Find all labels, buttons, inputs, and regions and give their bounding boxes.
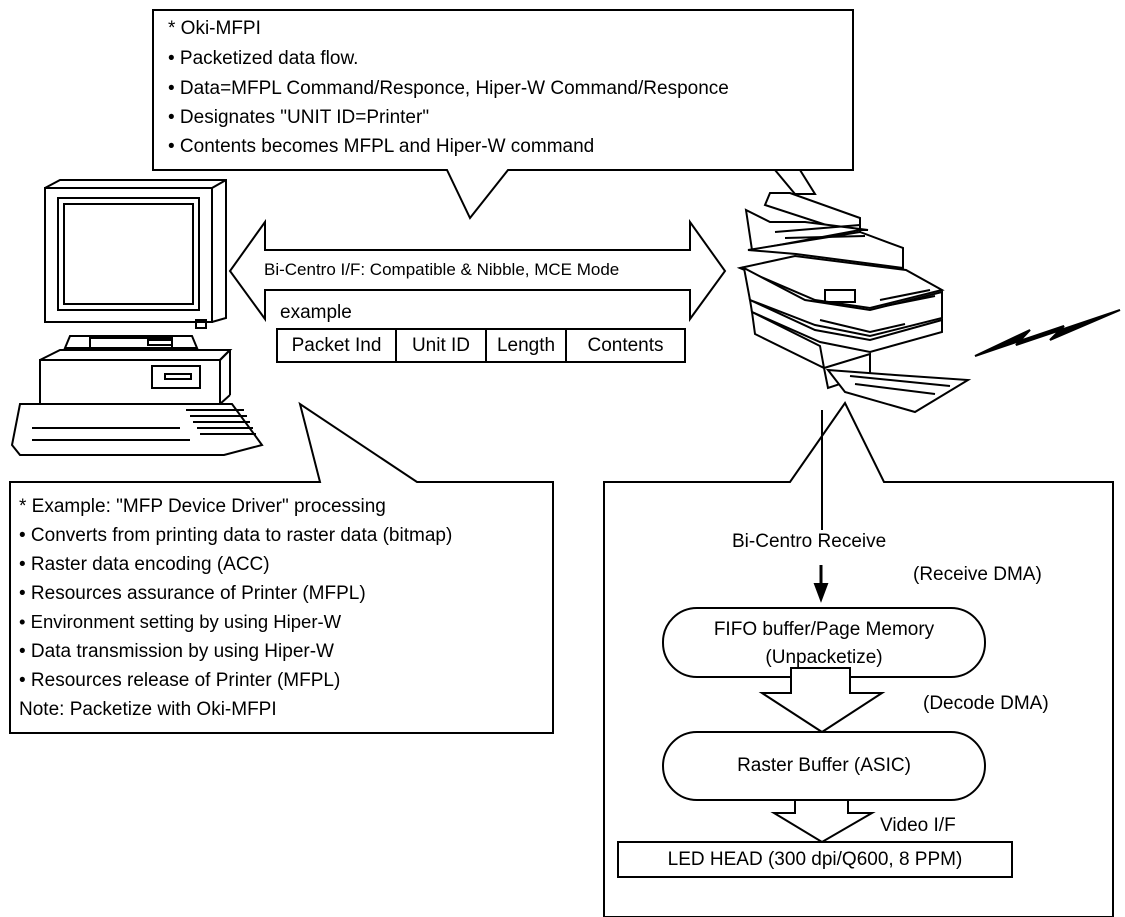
fifo-buffer-label: FIFO buffer/Page Memory bbox=[713, 619, 935, 640]
callout-top-line-5: • Contents becomes MFPL and Hiper-W comm… bbox=[168, 136, 595, 157]
decode-arrow bbox=[758, 667, 886, 734]
video-arrow bbox=[770, 799, 876, 844]
computer-icon bbox=[10, 179, 264, 456]
callout-left-line-3: • Raster data encoding (ACC) bbox=[19, 554, 270, 575]
callout-left-line-2: • Converts from printing data to raster … bbox=[19, 525, 453, 546]
callout-top-line-1: * Oki-MFPI bbox=[168, 18, 261, 39]
bicentro-receive-label: Bi-Centro Receive bbox=[732, 531, 887, 552]
callout-left-shape bbox=[9, 401, 554, 734]
receive-dma-label: (Receive DMA) bbox=[913, 564, 1042, 585]
callout-left-line-8: Note: Packetize with Oki-MFPI bbox=[19, 699, 277, 720]
bicentro-arrow-label: Bi-Centro I/F: Compatible & Nibble, MCE … bbox=[264, 260, 620, 279]
callout-left-line-7: • Resources release of Printer (MFPL) bbox=[19, 670, 341, 691]
raster-buffer-label: Raster Buffer (ASIC) bbox=[737, 755, 911, 776]
callout-left-line-5: • Environment setting by using Hiper-W bbox=[19, 611, 342, 632]
callout-top-line-3: • Data=MFPL Command/Responce, Hiper-W Co… bbox=[168, 78, 729, 99]
callout-top-line-4: • Designates "UNIT ID=Printer" bbox=[168, 107, 430, 128]
led-head-box bbox=[617, 841, 1013, 878]
example-label: example bbox=[280, 302, 352, 323]
video-if-label: Video I/F bbox=[880, 815, 956, 836]
fifo-unpacketize-label: (Unpacketize) bbox=[765, 647, 883, 668]
callout-left-line-6: • Data transmission by using Hiper-W bbox=[19, 641, 334, 662]
packet-field-unit-id: Unit ID bbox=[411, 334, 471, 356]
callout-top-line-2: • Packetized data flow. bbox=[168, 48, 359, 69]
packet-field-packet-ind: Packet Ind bbox=[291, 334, 382, 356]
callout-top-shape bbox=[152, 9, 854, 220]
lightning-icon bbox=[974, 309, 1121, 357]
callout-left-line-1: * Example: "MFP Device Driver" processin… bbox=[19, 496, 386, 517]
bicentro-double-arrow bbox=[228, 218, 727, 323]
callout-left-line-4: • Resources assurance of Printer (MFPL) bbox=[19, 583, 366, 604]
fax-printer-icon bbox=[736, 169, 972, 414]
packet-field-length: Length bbox=[496, 334, 556, 356]
packet-field-contents: Contents bbox=[587, 334, 664, 356]
decode-dma-label: (Decode DMA) bbox=[923, 693, 1049, 714]
led-head-label: LED HEAD (300 dpi/Q600, 8 PPM) bbox=[667, 849, 963, 870]
packet-table-frame bbox=[276, 328, 686, 363]
